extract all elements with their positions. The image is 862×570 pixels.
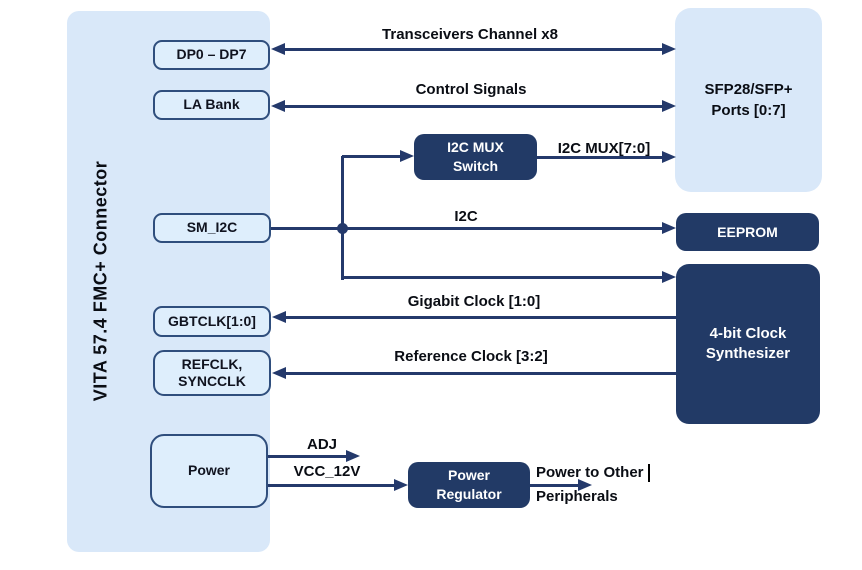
eeprom-block: EEPROM xyxy=(676,213,819,251)
sfp-ports-line2: Ports [0:7] xyxy=(711,102,786,119)
control-signals-label: Control Signals xyxy=(415,81,527,98)
i2c-mux-bus-label: I2C MUX[7:0] xyxy=(557,140,651,157)
i2c-branch-vline xyxy=(341,156,344,280)
power-out-label-line2: Peripherals xyxy=(536,488,618,505)
arrowhead-left-icon xyxy=(271,100,285,112)
i2c-mux-switch-line1: I2C MUX xyxy=(447,139,504,156)
arrowhead-right-icon xyxy=(578,479,592,491)
port-la-bank-label: LA Bank xyxy=(183,96,240,113)
sfp-ports-block: SFP28/SFP+ Ports [0:7] xyxy=(675,8,822,192)
to-clock-synth-line xyxy=(342,276,664,279)
clock-synthesizer-block: 4-bit Clock Synthesizer xyxy=(676,264,820,424)
control-signals-line xyxy=(282,105,666,108)
i2c-mux-switch-line2: Switch xyxy=(452,158,499,174)
arrowhead-right-icon xyxy=(662,271,676,283)
port-refclk: REFCLK, SYNCCLK xyxy=(153,350,271,396)
port-sm-i2c-label: SM_I2C xyxy=(186,219,238,236)
text-cursor xyxy=(648,464,650,482)
reference-clock-line xyxy=(283,372,676,375)
arrowhead-right-icon xyxy=(346,450,360,462)
arrowhead-right-icon xyxy=(662,222,676,234)
vcc-line xyxy=(268,484,398,487)
fmc-connector-title: VITA 57.4 FMC+ Connector xyxy=(90,160,111,402)
port-sm-i2c: SM_I2C xyxy=(153,213,271,243)
port-power-label: Power xyxy=(187,462,230,479)
power-out-label-line1: Power to Other xyxy=(536,464,644,481)
port-dp-label: DP0 – DP7 xyxy=(176,46,247,63)
gigabit-clock-label: Gigabit Clock [1:0] xyxy=(407,293,541,310)
clock-synthesizer-line1: 4-bit Clock xyxy=(709,324,787,342)
power-regulator-line1: Power xyxy=(447,467,490,484)
arrowhead-left-icon xyxy=(272,311,286,323)
eeprom-label: EEPROM xyxy=(717,223,778,240)
port-la-bank: LA Bank xyxy=(153,90,270,120)
port-refclk-line2: SYNCCLK xyxy=(178,373,246,389)
transceivers-line xyxy=(282,48,666,51)
i2c-label: I2C xyxy=(454,208,478,225)
arrowhead-left-icon xyxy=(272,367,286,379)
arrowhead-right-icon xyxy=(662,100,676,112)
to-i2c-mux-line xyxy=(342,155,402,158)
reference-clock-label: Reference Clock [3:2] xyxy=(394,348,548,365)
port-refclk-line1: REFCLK, xyxy=(181,355,243,372)
sm-i2c-line xyxy=(271,227,343,230)
vcc-label: VCC_12V xyxy=(293,463,361,480)
arrowhead-right-icon xyxy=(400,150,414,162)
power-out-line xyxy=(530,484,580,487)
arrowhead-left-icon xyxy=(271,43,285,55)
port-gbtclk: GBTCLK[1:0] xyxy=(153,306,271,337)
gigabit-clock-line xyxy=(283,316,676,319)
i2c-line xyxy=(342,227,664,230)
clock-synthesizer-line2: Synthesizer xyxy=(705,345,791,362)
sfp-ports-line1: SFP28/SFP+ xyxy=(704,81,793,98)
arrowhead-right-icon xyxy=(662,151,676,163)
i2c-mux-switch-block: I2C MUX Switch xyxy=(414,134,537,180)
power-regulator-line2: Regulator xyxy=(436,486,502,502)
adj-label: ADJ xyxy=(306,436,337,453)
port-dp: DP0 – DP7 xyxy=(153,40,270,70)
port-power: Power xyxy=(150,434,268,508)
arrowhead-right-icon xyxy=(662,43,676,55)
power-regulator-block: Power Regulator xyxy=(408,462,530,508)
port-gbtclk-label: GBTCLK[1:0] xyxy=(168,312,256,329)
i2c-mux-bus-line xyxy=(537,156,664,159)
adj-line xyxy=(268,455,348,458)
arrowhead-right-icon xyxy=(394,479,408,491)
transceivers-label: Transceivers Channel x8 xyxy=(382,26,558,43)
